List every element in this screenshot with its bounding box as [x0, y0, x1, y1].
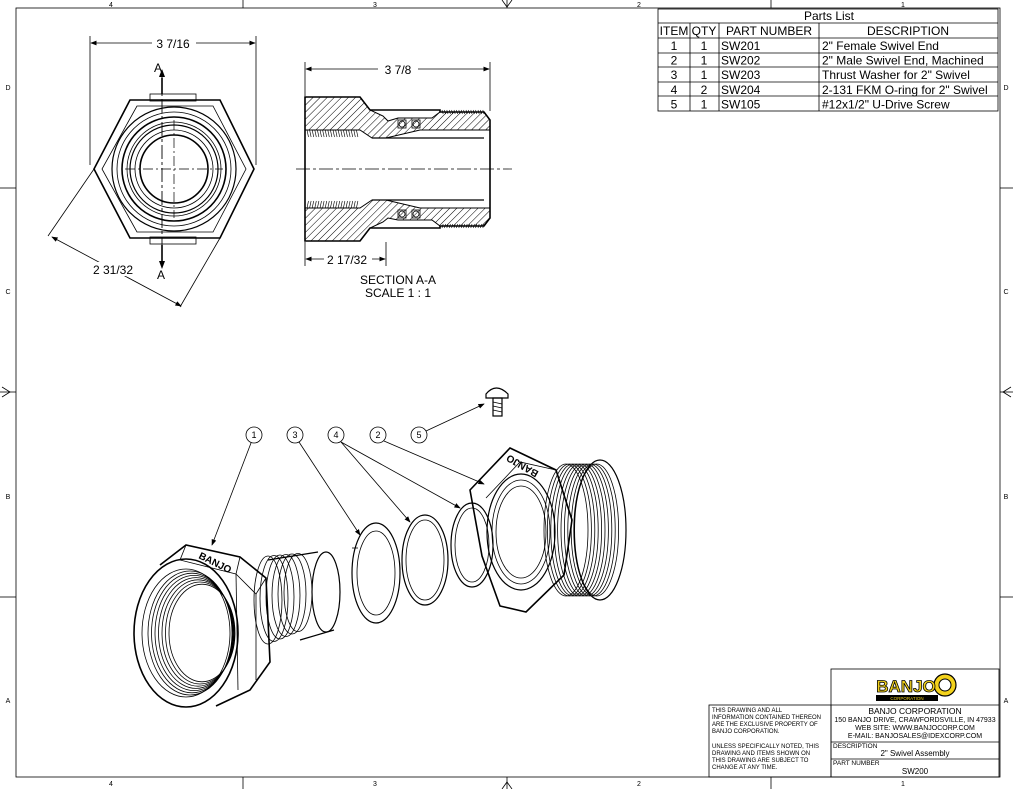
- zone-right-a: A: [1004, 698, 1009, 705]
- section-mark-bottom: A: [157, 268, 165, 282]
- banjo-logo: BANJO CORPORATION: [876, 673, 957, 701]
- parts-cell-r1-c1: 1: [671, 39, 678, 53]
- balloon-3-label: 3: [292, 430, 297, 440]
- section-mark-top: A: [154, 61, 162, 75]
- balloon-5-label: 5: [416, 430, 421, 440]
- zone-top-1: 1: [901, 2, 905, 9]
- part-male-swivel-end: BANJO: [469, 447, 627, 613]
- notice-1-line-3: ARE THE EXCLUSIVE PROPERTY OF: [712, 722, 818, 728]
- col-header-part-number: PART NUMBER: [726, 24, 812, 38]
- parts-cell-r1-c4: 2" Female Swivel End: [822, 39, 939, 53]
- parts-cell-r3-c3: SW203: [721, 68, 761, 82]
- balloon-4: [327, 426, 345, 444]
- logo-text: BANJO: [876, 677, 936, 696]
- company-address: 150 BANJO DRIVE, CRAWFORDSVILLE, IN 4793…: [834, 717, 995, 724]
- part-number-label: PART NUMBER: [833, 760, 880, 767]
- zone-bottom-3: 3: [373, 781, 377, 788]
- notice-2-line-2: DRAWING AND ITEMS SHOWN ON: [712, 751, 810, 757]
- balloon-4-label: 4: [333, 430, 338, 440]
- part-thrust-washer: [351, 522, 401, 624]
- balloon-2-label: 2: [375, 430, 380, 440]
- description-value: 2" Swivel Assembly: [880, 749, 949, 758]
- parts-cell-r4-c2: 2: [701, 83, 708, 97]
- balloons: 1 3 4 2 5: [211, 403, 485, 546]
- notice-2-line-4: CHANGE AT ANY TIME.: [712, 765, 778, 771]
- balloon-3: [286, 426, 304, 444]
- section-caption: SECTION A-A: [360, 273, 436, 287]
- company-email: E-MAIL: BANJOSALES@IDEXCORP.COM: [848, 733, 982, 740]
- section-scale: SCALE 1 : 1: [365, 286, 431, 300]
- parts-cell-r1-c3: SW201: [721, 39, 761, 53]
- zone-labels: 4 3 2 1 4 3 2 1 D C B A D C B A: [5, 2, 1008, 788]
- part-u-drive-screw: [485, 387, 509, 417]
- part-number-value: SW200: [902, 767, 929, 776]
- notice-2-line-1: UNLESS SPECIFICALLY NOTED, THIS: [712, 744, 819, 750]
- parts-cell-r2-c2: 1: [701, 54, 708, 68]
- parts-cell-r5-c3: SW105: [721, 97, 761, 111]
- notice-1-line-2: INFORMATION CONTAINED THEREON: [712, 715, 821, 721]
- parts-cell-r4-c1: 4: [671, 83, 678, 97]
- title-block: BANJO CORPORATION BANJO CORPORATION 150 …: [708, 668, 1000, 778]
- zone-left-a: A: [6, 698, 11, 705]
- balloon-2: [369, 426, 387, 444]
- zone-left-d: D: [5, 85, 10, 92]
- parts-cell-r2-c1: 2: [671, 54, 678, 68]
- dim-diagonal: 2 31/32: [93, 263, 133, 277]
- part-female-swivel-end: BANJO: [133, 544, 341, 708]
- col-header-description: DESCRIPTION: [867, 24, 949, 38]
- zone-bottom-4: 4: [109, 781, 113, 788]
- section-view: 3 7/8 2 17/32 SECTION A-A SCALE 1 : 1: [296, 62, 512, 300]
- balloon-1-label: 1: [251, 430, 256, 440]
- notice-2-line-3: THIS DRAWING ARE SUBJECT TO: [712, 758, 809, 764]
- parts-cell-r1-c2: 1: [701, 39, 708, 53]
- front-view: A A 3 7/16 2 31/32: [47, 36, 257, 308]
- zone-top-4: 4: [109, 2, 113, 9]
- parts-cell-r5-c1: 5: [671, 97, 678, 111]
- part-orings: [401, 502, 494, 606]
- col-header-qty: QTY: [692, 24, 717, 38]
- parts-list-table: Parts List ITEM QTY PART NUMBER DESCRIPT…: [657, 8, 999, 111]
- zone-right-b: B: [1004, 494, 1009, 501]
- parts-cell-r2-c4: 2" Male Swivel End, Machined: [822, 54, 984, 68]
- notice-1-line-1: THIS DRAWING AND ALL: [712, 708, 783, 714]
- col-header-item: ITEM: [660, 24, 689, 38]
- parts-cell-r3-c4: Thrust Washer for 2" Swivel: [822, 68, 970, 82]
- zone-left-c: C: [5, 289, 10, 296]
- parts-list-title: Parts List: [804, 9, 855, 23]
- dim-length: 3 7/8: [385, 63, 412, 77]
- zone-left-b: B: [6, 494, 11, 501]
- parts-cell-r3-c2: 1: [701, 68, 708, 82]
- logo-sub: CORPORATION: [890, 696, 923, 701]
- parts-cell-r2-c3: SW202: [721, 54, 761, 68]
- parts-cell-r5-c2: 1: [701, 97, 708, 111]
- company-name: BANJO CORPORATION: [868, 706, 961, 716]
- dim-width: 3 7/16: [156, 37, 190, 51]
- parts-cell-r3-c1: 3: [671, 68, 678, 82]
- zone-top-2: 2: [637, 2, 641, 9]
- notice-1-line-4: BANJO CORPORATION.: [712, 729, 780, 735]
- dim-female-length: 2 17/32: [327, 253, 367, 267]
- zone-right-c: C: [1003, 289, 1008, 296]
- description-label: DESCRIPTION: [833, 743, 878, 750]
- balloon-5: [410, 426, 428, 444]
- zone-bottom-1: 1: [901, 781, 905, 788]
- zone-bottom-2: 2: [637, 781, 641, 788]
- zone-top-3: 3: [373, 2, 377, 9]
- balloon-1: [245, 426, 263, 444]
- company-website: WEB SITE: WWW.BANJOCORP.COM: [855, 725, 975, 732]
- parts-cell-r4-c3: SW204: [721, 83, 761, 97]
- parts-cell-r5-c4: #12x1/2" U-Drive Screw: [822, 97, 950, 111]
- zone-right-d: D: [1003, 85, 1008, 92]
- parts-cell-r4-c4: 2-131 FKM O-ring for 2" Swivel: [822, 83, 988, 97]
- exploded-view: BANJO BANJO: [133, 387, 627, 708]
